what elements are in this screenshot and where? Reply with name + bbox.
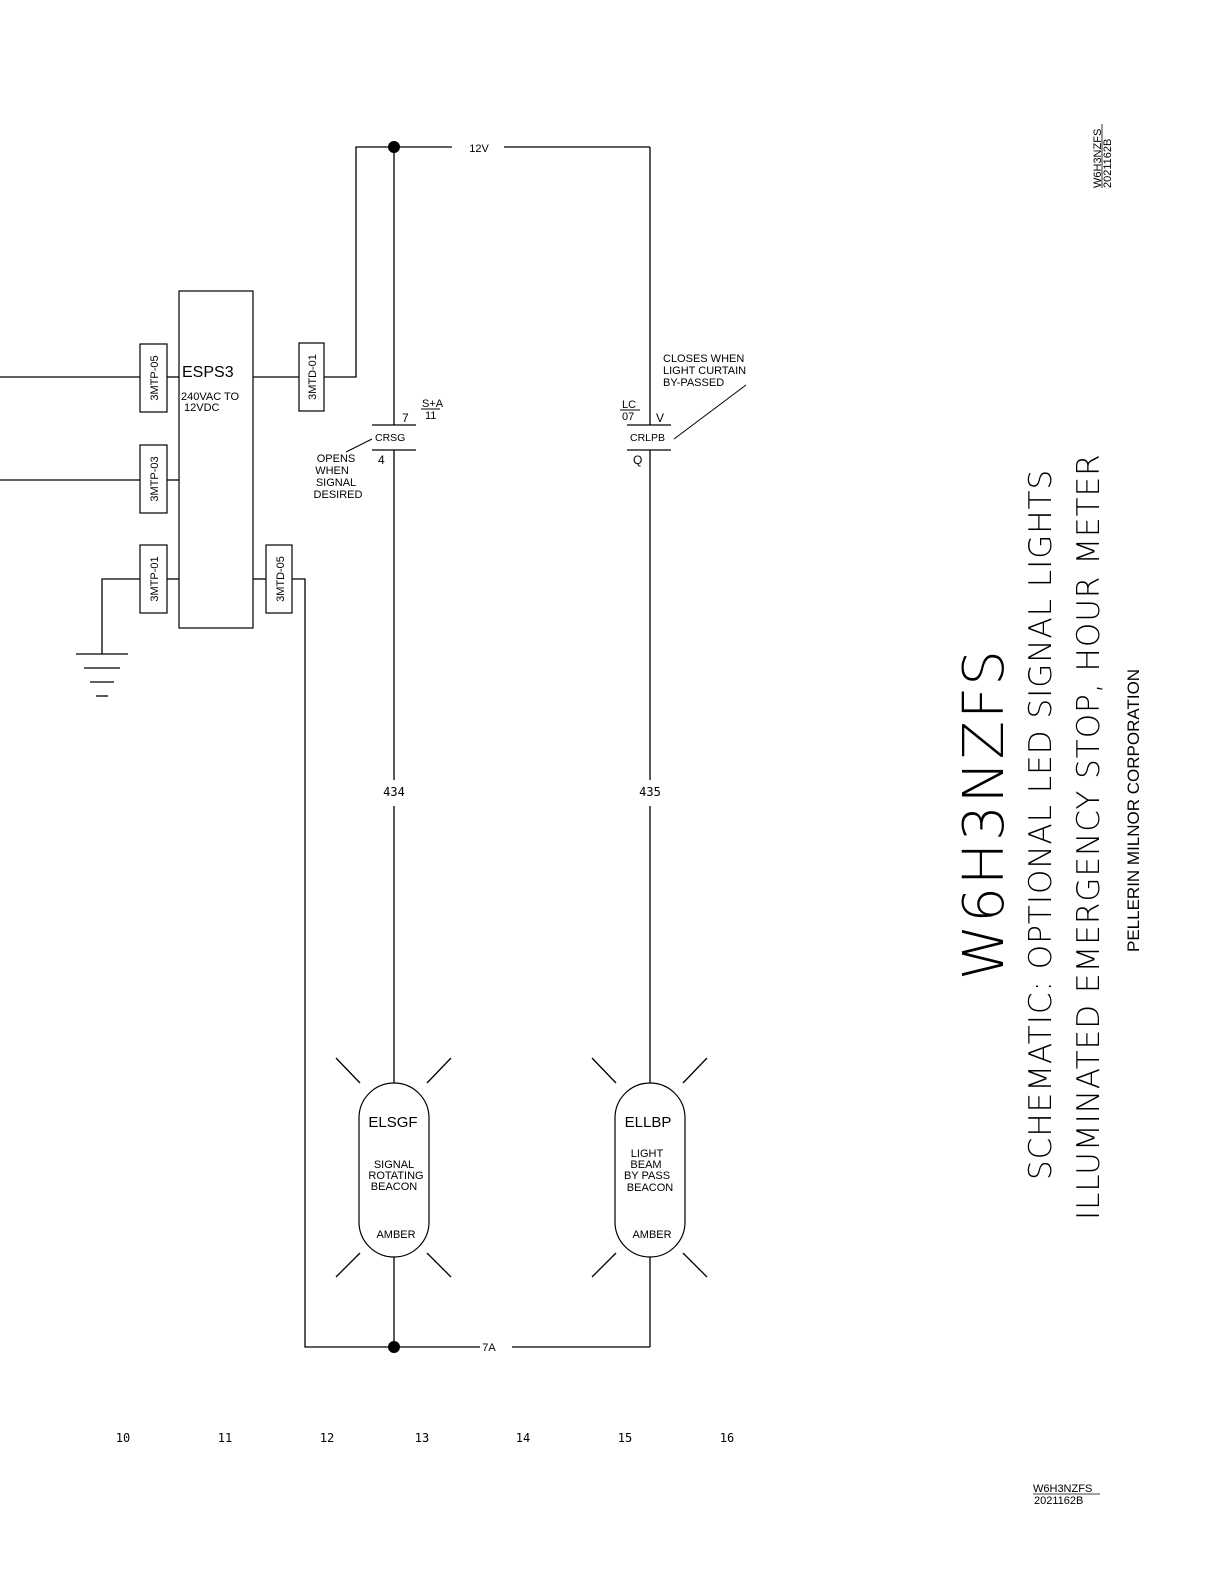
contact-pin-bottom: 4 <box>378 453 385 467</box>
contact-ref-den: 11 <box>425 410 436 422</box>
drawing-code-number: W6H3NZFS <box>1033 1483 1092 1495</box>
contact-ref-num: S+A <box>422 398 444 410</box>
contact-pin-top: 7 <box>402 411 409 425</box>
contact-crsg: CRSG 7 4 S+A 11 OPENS WHEN SIGNAL DESIRE… <box>314 398 444 501</box>
terminal-3mtp-05: 3MTP-05 <box>139 343 168 413</box>
beacon-desc-line: ROTATING <box>368 1170 423 1182</box>
note-line: DESIRED <box>314 489 363 501</box>
column-number: 11 <box>218 1431 232 1445</box>
column-number: 12 <box>320 1431 334 1445</box>
terminal-label: 3MTP-03 <box>149 456 161 501</box>
title-block: W6H3NZFS SCHEMATIC: OPTIONAL LED SIGNAL … <box>952 453 1143 1220</box>
note-line: BY-PASSED <box>663 377 724 389</box>
title-line-2: ILLUMINATED EMERGENCY STOP, HOUR METER <box>1071 453 1107 1220</box>
company-name: PELLERIN MILNOR CORPORATION <box>1124 669 1143 952</box>
wire-label-435: 435 <box>639 785 661 799</box>
contact-ref-den: 07 <box>622 411 634 423</box>
terminal-label: 3MTD-01 <box>307 354 319 400</box>
terminal-3mtd-01: 3MTD-01 <box>298 342 325 412</box>
bus-7a: 7A <box>388 1341 650 1354</box>
drawing-number-title: W6H3NZFS <box>952 648 1017 980</box>
note-line: OPENS <box>317 453 356 465</box>
drawing-code-bottom: W6H3NZFS 2021162B <box>1033 1483 1100 1507</box>
beacon-desc-line: BEACON <box>371 1181 418 1193</box>
beacon-desc-line: SIGNAL <box>374 1159 414 1171</box>
column-number: 13 <box>415 1431 429 1445</box>
contact-name: CRSG <box>375 432 405 444</box>
beacon-ellbp: ELLBP LIGHT BEAM BY PASS BEACON AMBER <box>591 1057 708 1278</box>
terminal-3mtd-05: 3MTD-05 <box>265 544 293 614</box>
beacon-name: ELLBP <box>625 1114 672 1131</box>
drawing-code-sheet: 2021162B <box>1102 139 1114 188</box>
terminal-label: 3MTP-01 <box>149 556 161 601</box>
note-line: LIGHT CURTAIN <box>663 365 746 377</box>
drawing-code-sheet: 2021162B <box>1034 1495 1083 1507</box>
light-rays-icon <box>591 1057 708 1278</box>
column-number: 16 <box>720 1431 734 1445</box>
column-number: 14 <box>516 1431 530 1445</box>
power-supply-name: ESPS3 <box>182 364 234 381</box>
beacon-name: ELSGF <box>368 1114 417 1131</box>
terminal-3mtp-01: 3MTP-01 <box>139 544 168 614</box>
beacon-color: AMBER <box>632 1229 671 1241</box>
contact-pin-top: V <box>656 411 664 425</box>
power-supply-esps3: ESPS3 240VAC TO 12VDC <box>178 290 254 629</box>
power-supply-rating-1: 240VAC TO <box>181 391 240 403</box>
contact-ref-num: LC <box>622 399 636 411</box>
terminal-label: 3MTP-05 <box>149 355 161 400</box>
wire-label-434: 434 <box>383 785 405 799</box>
column-numbers: 10 11 12 13 14 15 16 <box>116 1431 734 1445</box>
drawing-code-top: W6H3NZFS 2021162B <box>1092 124 1114 188</box>
beacon-desc-line: BEAM <box>630 1159 661 1171</box>
terminal-label: 3MTD-05 <box>275 556 287 602</box>
note-line: WHEN <box>315 465 349 477</box>
note-line: SIGNAL <box>316 477 356 489</box>
contact-crlpb: CRLPB V Q LC 07 CLOSES WHEN LIGHT CURTAI… <box>620 353 747 467</box>
wire-label-12v: 12V <box>469 143 489 155</box>
ground-symbol <box>76 578 140 697</box>
wire-mtd01-to-12v <box>324 146 394 378</box>
beacon-desc-line: LIGHT <box>631 1148 664 1160</box>
beacon-desc-line: BY PASS <box>624 1170 670 1182</box>
column-number: 10 <box>116 1431 130 1445</box>
power-supply-rating-2: 12VDC <box>184 402 220 414</box>
note-line: CLOSES WHEN <box>663 353 744 365</box>
column-number: 15 <box>618 1431 632 1445</box>
terminal-3mtp-03: 3MTP-03 <box>139 444 168 514</box>
bus-12v: 12V <box>388 141 650 155</box>
contact-name: CRLPB <box>630 432 665 444</box>
wire-mtd05-to-7a <box>292 578 394 1348</box>
beacon-elsgf: ELSGF SIGNAL ROTATING BEACON AMBER <box>335 1057 452 1278</box>
drawing-code-number: W6H3NZFS <box>1092 129 1104 188</box>
wire-label-7a: 7A <box>482 1342 496 1354</box>
contact-pin-bottom: Q <box>633 453 642 467</box>
beacon-color: AMBER <box>376 1229 415 1241</box>
light-rays-icon <box>335 1057 452 1278</box>
title-line-1: SCHEMATIC: OPTIONAL LED SIGNAL LIGHTS <box>1023 469 1059 1180</box>
beacon-desc-line: BEACON <box>627 1182 674 1194</box>
